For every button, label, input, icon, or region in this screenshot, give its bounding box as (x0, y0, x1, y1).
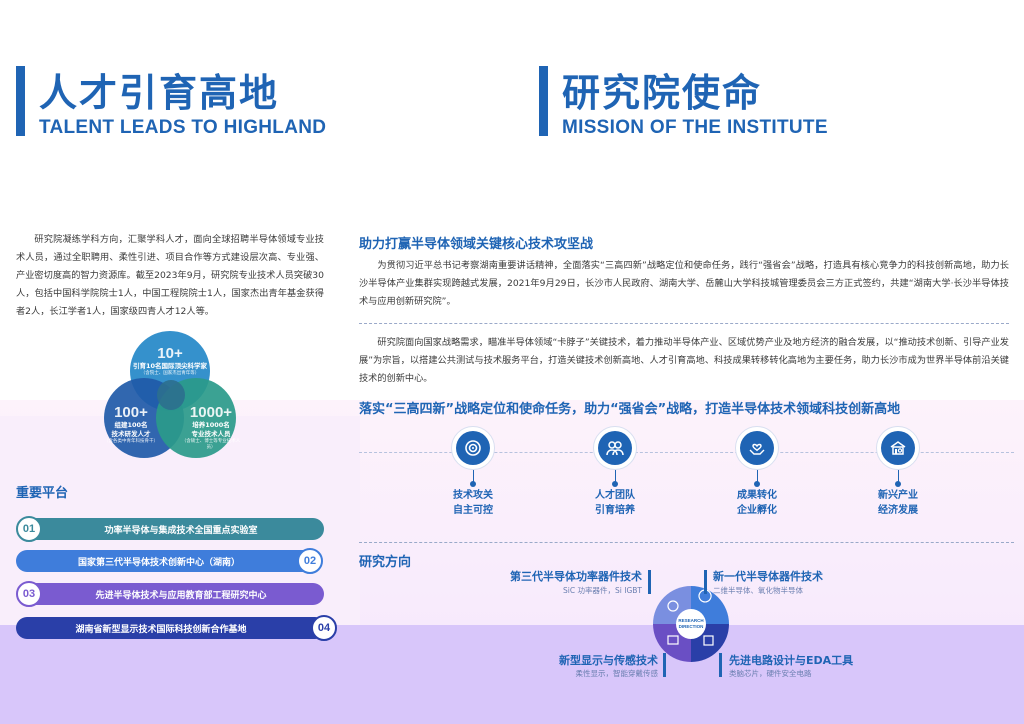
pin-dot (612, 481, 618, 487)
venn-left-note: （含各类中青年科技骨干） (104, 439, 158, 444)
divider (359, 323, 1009, 324)
venn-left-number: 100+ (114, 404, 148, 421)
target-icon (456, 431, 490, 465)
research-wheel-svg (653, 586, 729, 662)
mission-label: 成果转化 企业孵化 (717, 488, 797, 518)
wheel-center (676, 609, 706, 639)
handshake-heart-icon (740, 431, 774, 465)
direction-title-4: 先进电路设计与EDA工具 (729, 654, 854, 667)
mission-timeline (359, 452, 1014, 453)
purple-band (0, 625, 1024, 724)
mission-label-line-2: 引育培养 (595, 505, 635, 516)
direction-bar (663, 653, 666, 677)
mission-pin (593, 426, 637, 470)
pin-dot (895, 481, 901, 487)
venn-right-label-2: 专业技术人员 (191, 430, 231, 438)
venn-top-text: 10+ 引育10名国际顶尖科学家 （含院士、国家杰出青年等） (130, 345, 210, 377)
circuit-icon (703, 635, 714, 646)
right-heading-cn: 研究院使命 (562, 71, 763, 115)
direction-title-1: 第三代半导体功率器件技术 (510, 570, 642, 583)
direction-sub-3: 柔性显示，智能穿戴传感 (575, 669, 659, 678)
venn-center (157, 380, 185, 410)
pin-dot (754, 481, 760, 487)
mission-label: 人才团队 引育培养 (575, 488, 655, 518)
pin-stem (757, 470, 758, 482)
direction-bar (704, 570, 707, 594)
industry-building-icon (881, 431, 915, 465)
venn-left-text: 100+ 组建100名 技术研发人才 （含各类中青年科技骨干） (100, 404, 162, 445)
direction-sub-2: 二维半导体、氧化物半导体 (713, 586, 803, 595)
talent-intro-paragraph: 研究院凝练学科方向，汇聚学科人才，面向全球招聘半导体领域专业技术人员，通过全职聘… (16, 234, 324, 317)
heading-accent-bar (539, 66, 548, 136)
direction-sub-4: 类脑芯片，硬件安全电路 (729, 669, 812, 678)
direction-sub-1: SiC 功率器件，Si IGBT (563, 586, 642, 595)
mission-paragraph-1: 为贯彻习近平总书记考察湖南重要讲话精神，全面落实“三高四新”战略定位和使命任务，… (359, 260, 1009, 307)
chip-icon (667, 600, 679, 612)
direction-title-2: 新一代半导体器件技术 (713, 570, 823, 583)
platform-pill-4: 湖南省新型显示技术国际科技创新合作基地 (16, 617, 326, 639)
platforms-title: 重要平台 (16, 486, 69, 501)
pin-dot (470, 481, 476, 487)
mission-pin (451, 426, 495, 470)
venn-right-text: 1000+ 培养1000名 专业技术人员 （含硕士、博士等专业技术人员） (180, 404, 242, 451)
right-heading-en: MISSION OF THE INSTITUTE (562, 117, 828, 138)
mission-label-line-2: 企业孵化 (737, 505, 777, 516)
venn-top-label: 引育10名国际顶尖科学家 (132, 362, 208, 370)
venn-left-label-2: 技术研发人才 (111, 430, 151, 438)
mission-label-line-1: 新兴产业 (878, 490, 918, 501)
direction-title-3: 新型显示与传感技术 (559, 654, 658, 667)
wheel-center-label: RESEARCH DIRECTION (671, 618, 711, 630)
platform-badge-3: 03 (16, 581, 42, 607)
mission-label-line-1: 人才团队 (595, 490, 635, 501)
wheel-label-line-2: DIRECTION (678, 624, 704, 629)
platform-badge-1: 01 (16, 516, 42, 542)
direction-bar (719, 653, 722, 677)
mission-label-line-2: 经济发展 (878, 505, 918, 516)
mission-paragraph-2: 研究院面向国家战略需求，瞄准半导体领域“卡脖子”关键技术，着力推动半导体产业、区… (359, 337, 1009, 384)
platform-pill-3: 先进半导体技术与应用教育部工程研究中心 (18, 583, 324, 605)
venn-top-note: （含院士、国家杰出青年等） (140, 371, 200, 376)
mission-label-line-1: 成果转化 (737, 490, 777, 501)
venn-left-label-1: 组建100名 (114, 421, 148, 429)
pin-stem (473, 470, 474, 482)
pin-stem (898, 470, 899, 482)
mission-label-line-2: 自主可控 (453, 505, 493, 516)
divider (359, 542, 1014, 543)
mission-pin (735, 426, 779, 470)
mission-label: 技术攻关 自主可控 (433, 488, 513, 518)
platform-badge-2: 02 (297, 548, 323, 574)
direction-bar (648, 570, 651, 594)
venn-top-number: 10+ (157, 345, 183, 362)
platform-pill-1: 功率半导体与集成技术全国重点实验室 (18, 518, 324, 540)
mission-label-line-1: 技术攻关 (453, 490, 493, 501)
platform-pill-2: 国家第三代半导体技术创新中心（湖南） (16, 550, 322, 572)
team-icon (598, 431, 632, 465)
mission-subtitle-1: 助力打赢半导体领域关键核心技术攻坚战 (359, 237, 594, 252)
venn-right-note: （含硕士、博士等专业技术人员） (181, 439, 241, 450)
wheel-label-line-1: RESEARCH (678, 618, 704, 623)
pin-stem (615, 470, 616, 482)
left-heading-en: TALENT LEADS TO HIGHLAND (39, 117, 327, 138)
left-heading-cn: 人才引育高地 (39, 71, 280, 115)
layers-icon (667, 635, 679, 645)
research-title: 研究方向 (359, 555, 412, 570)
mission-subtitle-2: 落实“三高四新”战略定位和使命任务，助力“强省会”战略，打造半导体技术领域科技创… (359, 402, 901, 417)
venn-right-label-1: 培养1000名 (192, 421, 230, 429)
venn-right-number: 1000+ (189, 404, 233, 421)
mission-label: 新兴产业 经济发展 (858, 488, 938, 518)
heading-accent-bar (16, 66, 25, 136)
platform-badge-4: 04 (311, 615, 337, 641)
mission-pin (876, 426, 920, 470)
